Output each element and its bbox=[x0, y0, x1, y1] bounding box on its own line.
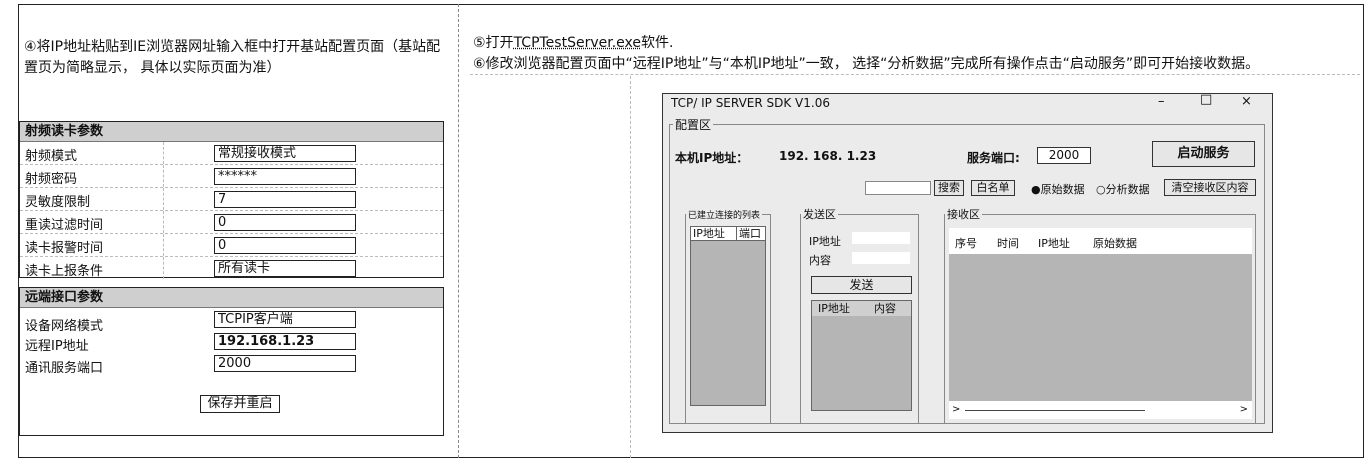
save-restart-button[interactable]: 保存并重启 bbox=[200, 395, 280, 413]
step-4-text: ④将IP地址粘贴到IE浏览器网址输入框中打开基站配置页面（基站配置页为简略显示，… bbox=[24, 39, 441, 76]
rf-alarm-field[interactable]: 0 bbox=[214, 237, 356, 254]
rf-sensitivity-label: 灵敏度限制 bbox=[25, 195, 91, 210]
tcp-server-window: TCP/ IP SERVER SDK V1.06 – □ × 配置区 本机IP地… bbox=[662, 92, 1273, 433]
minimize-button[interactable]: – bbox=[1158, 94, 1165, 109]
service-port-field[interactable]: 2000 bbox=[214, 355, 356, 372]
rf-params-panel: 射频读卡参数 射频模式 常规接收模式 射频密码 ****** 灵敏度限制 7 重读过滤… bbox=[19, 121, 444, 279]
recv-col-raw: 原始数据 bbox=[1093, 237, 1137, 250]
radio-raw-data[interactable]: ●原始数据 bbox=[1031, 181, 1085, 197]
remote-panel-title: 远端接口参数 bbox=[20, 288, 443, 308]
service-port-label: 服务端口: bbox=[967, 151, 1020, 165]
step5-prefix: ⑤打开 bbox=[473, 35, 514, 51]
config-group-label: 配置区 bbox=[673, 116, 714, 133]
step5-suffix: 软件. bbox=[641, 35, 674, 51]
send-col-ip: IP地址 bbox=[818, 302, 850, 315]
rf-row-alarm: 读卡报警时间 0 bbox=[20, 234, 443, 257]
step-6-text: ⑥修改浏览器配置页面中“远程IP地址”与“本机IP地址”一致， 选择“分析数据”… bbox=[473, 56, 1260, 72]
service-port-label: 通讯服务端口 bbox=[25, 361, 104, 376]
rf-report-field[interactable]: 所有读卡 bbox=[214, 260, 356, 277]
rf-password-label: 射频密码 bbox=[25, 172, 78, 187]
step5-link: TCPTestServer.exe bbox=[513, 35, 641, 51]
send-group-label: 发送区 bbox=[801, 206, 838, 222]
text-divider bbox=[470, 74, 1360, 75]
scroll-right-arrow-icon[interactable]: > bbox=[1239, 404, 1248, 415]
radio-parse-data[interactable]: ○分析数据 bbox=[1096, 181, 1150, 197]
recv-col-time: 时间 bbox=[997, 237, 1019, 250]
remote-params-panel: 远端接口参数 设备网络模式 TCPIP客户端 远程IP地址 192.168.1.23… bbox=[19, 287, 444, 436]
rf-filter-field[interactable]: 0 bbox=[214, 214, 356, 231]
clear-receive-button[interactable]: 清空接收区内容 bbox=[1164, 179, 1256, 196]
receive-group-label: 接收区 bbox=[945, 206, 982, 222]
remote-row-netmode: 设备网络模式 TCPIP客户端 bbox=[20, 310, 443, 334]
rf-row-password: 射频密码 ****** bbox=[20, 165, 443, 188]
rf-sensitivity-field[interactable]: 7 bbox=[214, 191, 356, 208]
local-ip-label: 本机IP地址： bbox=[675, 151, 749, 165]
send-button[interactable]: 发送 bbox=[811, 276, 912, 294]
rf-row-report: 读卡上报条件 所有读卡 bbox=[20, 257, 443, 279]
whitelist-button[interactable]: 白名单 bbox=[971, 180, 1015, 196]
send-list-header: IP地址 内容 bbox=[812, 301, 911, 316]
remote-ip-field[interactable]: 192.168.1.23 bbox=[214, 333, 356, 350]
rf-report-label: 读卡上报条件 bbox=[25, 264, 104, 279]
step-5-text: ⑤打开TCPTestServer.exe软件. bbox=[473, 33, 1353, 54]
receive-header: 序号 时间 IP地址 原始数据 bbox=[949, 228, 1252, 254]
close-button[interactable]: × bbox=[1241, 94, 1252, 109]
send-ip-label: IP地址 bbox=[809, 235, 841, 248]
maximize-button[interactable]: □ bbox=[1200, 92, 1213, 107]
inner-divider bbox=[630, 76, 631, 458]
rf-row-sensitivity: 灵敏度限制 7 bbox=[20, 188, 443, 211]
scroll-thumb[interactable] bbox=[965, 410, 1145, 411]
netmode-label: 设备网络模式 bbox=[25, 319, 104, 334]
conn-col-ip: IP地址 bbox=[691, 227, 737, 241]
service-port-input[interactable]: 2000 bbox=[1037, 147, 1091, 164]
recv-col-ip: IP地址 bbox=[1038, 237, 1070, 250]
recv-col-index: 序号 bbox=[955, 237, 977, 250]
rf-alarm-label: 读卡报警时间 bbox=[25, 241, 104, 256]
send-col-content: 内容 bbox=[874, 302, 896, 315]
start-service-button[interactable]: 启动服务 bbox=[1152, 141, 1255, 167]
search-input[interactable] bbox=[865, 181, 931, 195]
conn-col-port: 端口 bbox=[737, 227, 765, 241]
radio-raw-label: 原始数据 bbox=[1040, 183, 1085, 196]
send-content-input[interactable] bbox=[852, 252, 910, 264]
radio-empty-icon: ○ bbox=[1096, 183, 1106, 196]
page-frame bbox=[18, 4, 1364, 458]
search-button[interactable]: 搜索 bbox=[934, 180, 964, 196]
local-ip-value: 192. 168. 1.23 bbox=[779, 149, 877, 163]
netmode-field[interactable]: TCPIP客户端 bbox=[214, 311, 356, 328]
rf-mode-label: 射频模式 bbox=[25, 149, 78, 164]
rf-password-field[interactable]: ****** bbox=[214, 168, 356, 185]
rf-filter-label: 重读过滤时间 bbox=[25, 218, 104, 233]
receive-group bbox=[944, 214, 1256, 424]
rf-row-mode: 射频模式 常规接收模式 bbox=[20, 142, 443, 165]
connection-list-label: 已建立连接的列表 bbox=[686, 208, 763, 221]
remote-row-ip: 远程IP地址 192.168.1.23 bbox=[20, 332, 443, 354]
column-divider bbox=[458, 4, 459, 458]
scroll-left-arrow-icon[interactable]: > bbox=[952, 404, 961, 415]
receive-scrollbar[interactable]: > > bbox=[949, 401, 1252, 419]
rf-mode-field[interactable]: 常规接收模式 bbox=[214, 145, 356, 162]
window-title: TCP/ IP SERVER SDK V1.06 bbox=[671, 96, 830, 110]
send-ip-input[interactable] bbox=[852, 232, 910, 244]
send-list[interactable]: IP地址 内容 bbox=[811, 300, 912, 411]
rf-row-filter: 重读过滤时间 0 bbox=[20, 211, 443, 234]
radio-selected-icon: ● bbox=[1031, 183, 1041, 196]
rf-panel-title: 射频读卡参数 bbox=[20, 122, 443, 142]
remote-ip-label: 远程IP地址 bbox=[25, 339, 89, 354]
send-content-label: 内容 bbox=[809, 254, 831, 267]
connection-list[interactable]: IP地址 端口 bbox=[690, 226, 766, 406]
send-group bbox=[800, 214, 919, 424]
radio-parse-label: 分析数据 bbox=[1105, 183, 1150, 196]
remote-row-port: 通讯服务端口 2000 bbox=[20, 354, 443, 376]
receive-list[interactable] bbox=[949, 254, 1252, 401]
